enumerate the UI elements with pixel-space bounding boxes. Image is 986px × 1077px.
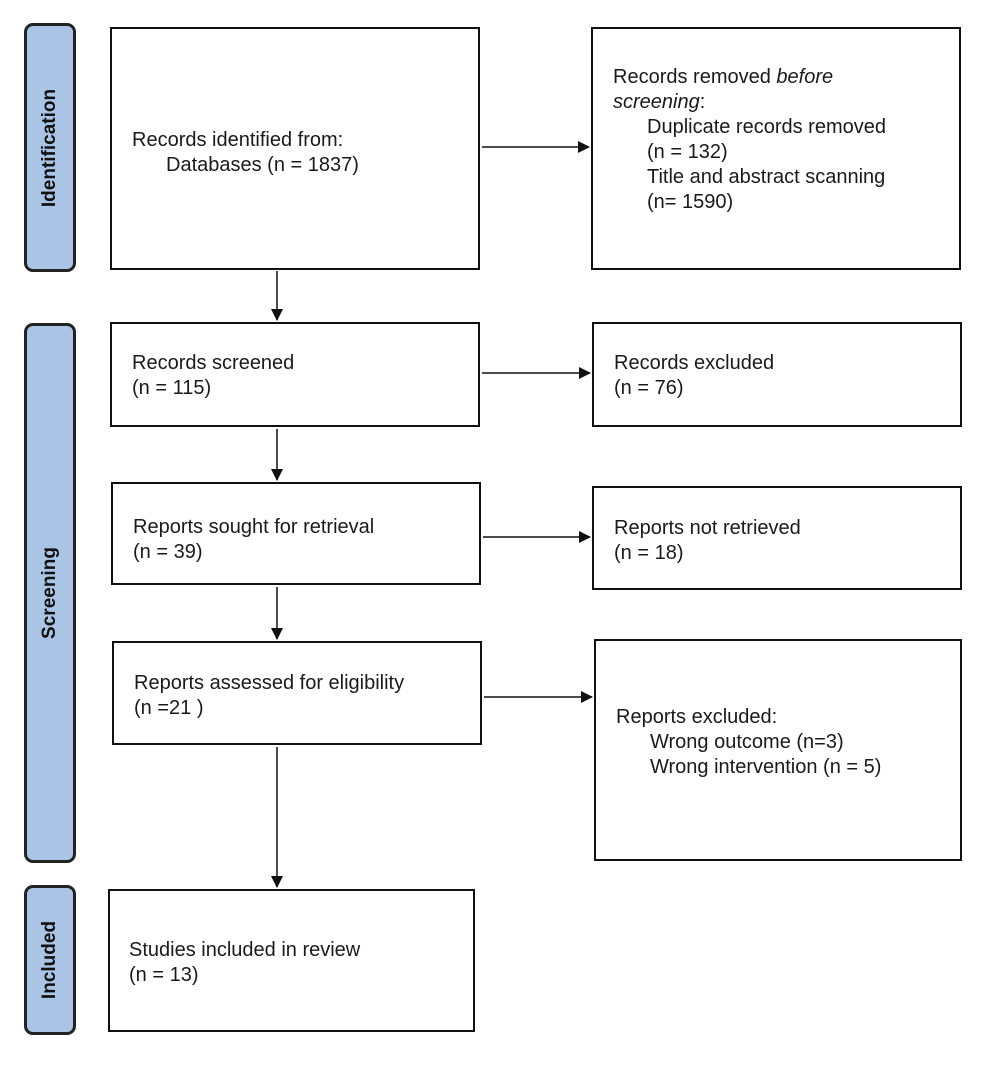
reports-assessed-label: Reports assessed for eligibility [134, 672, 405, 694]
databases-count: Databases (n = 1837) [166, 154, 359, 176]
records-removed-label: Records removed before [613, 65, 959, 90]
reports-not-retrieved-label: Reports not retrieved [614, 517, 801, 539]
phase-screening: Screening [24, 323, 76, 863]
reports-sought-box: Reports sought for retrieval (n = 39) [111, 482, 481, 585]
reports-sought-count: (n = 39) [133, 541, 203, 563]
records-screened-label: Records screened [132, 352, 295, 374]
title-abstract-count: (n= 1590) [647, 191, 734, 213]
wrong-outcome-count: Wrong outcome (n=3) [650, 731, 844, 753]
wrong-intervention-count: Wrong intervention (n = 5) [650, 756, 882, 778]
duplicates-removed-label: Duplicate records removed [647, 116, 886, 138]
screening-word: screening [613, 91, 700, 113]
records-screened-box: Records screened (n = 115) [110, 322, 480, 427]
screening-text: screening: [613, 90, 959, 115]
records-removed-text: Records removed [613, 66, 777, 88]
duplicates-removed-count: (n = 132) [647, 141, 728, 163]
records-screened-count: (n = 115) [132, 377, 212, 399]
phase-identification: Identification [24, 23, 76, 272]
reports-assessed-count: (n =21 ) [134, 697, 204, 719]
studies-included-count: (n = 13) [129, 964, 199, 986]
reports-excluded-label: Reports excluded: [616, 706, 778, 728]
colon-text: : [699, 91, 706, 113]
reports-sought-label: Reports sought for retrieval [133, 516, 375, 538]
phase-screening-label: Screening [39, 547, 60, 639]
records-excluded-count: (n = 76) [614, 377, 684, 399]
studies-included-box: Studies included in review (n = 13) [108, 889, 475, 1032]
reports-assessed-box: Reports assessed for eligibility (n =21 … [112, 641, 482, 745]
reports-not-retrieved-box: Reports not retrieved (n = 18) [592, 486, 962, 590]
records-identified-label: Records identified from: [132, 129, 344, 151]
records-removed-box: Records removed before screening: Duplic… [591, 27, 961, 270]
reports-not-retrieved-count: (n = 18) [614, 542, 684, 564]
before-text: before [776, 66, 834, 88]
records-identified-box: Records identified from: Databases (n = … [110, 27, 480, 270]
records-excluded-label: Records excluded [614, 352, 775, 374]
phase-identification-label: Identification [39, 88, 61, 207]
phase-included-label: Included [39, 920, 60, 1000]
studies-included-label: Studies included in review [129, 939, 361, 961]
reports-excluded-box: Reports excluded: Wrong outcome (n=3) Wr… [594, 639, 962, 861]
phase-included: Included [24, 885, 76, 1035]
records-excluded-box: Records excluded (n = 76) [592, 322, 962, 427]
title-abstract-label: Title and abstract scanning [647, 166, 886, 188]
